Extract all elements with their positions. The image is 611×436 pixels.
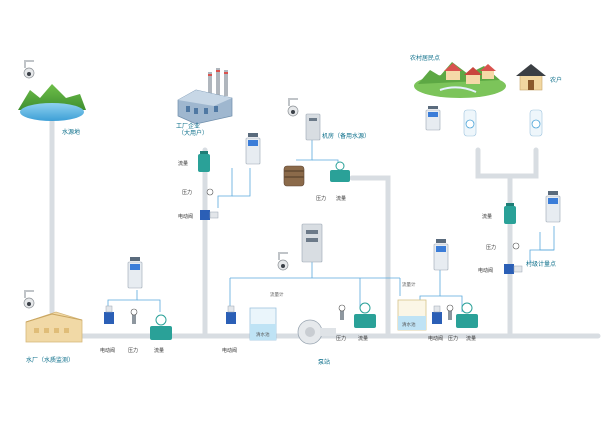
label-village-valve: 电动阀 — [478, 267, 493, 274]
valve-icon — [226, 305, 236, 324]
flowmeter-icon — [330, 161, 350, 182]
signal-lines — [107, 140, 555, 312]
pressure-gauge-icon — [446, 304, 454, 320]
camera-icon — [23, 290, 35, 309]
pump-icon — [297, 319, 336, 345]
label-pump: 泵站 — [318, 358, 330, 366]
label-factory-valve: 电动阀 — [178, 213, 193, 220]
clear-water-tank — [397, 299, 427, 331]
label-water-plant: 水厂（水质监测） — [26, 356, 74, 364]
label-pump-room: 机房（备用水源） — [322, 132, 370, 140]
label-outlet-flowmeter: 流量 — [154, 347, 164, 354]
label-factory-flowmeter: 流量 — [178, 160, 188, 167]
label-outlet-valve: 电动阀 — [100, 347, 115, 354]
rtu-icon — [127, 257, 143, 289]
lake-icon — [18, 84, 86, 121]
cabinet-icon — [301, 223, 323, 263]
valve-icon — [504, 264, 523, 274]
label-factory-line2: （大用户） — [178, 129, 208, 137]
label-factory-line1: 工厂企业 — [176, 122, 200, 130]
label-pump-valve: 电动阀 — [222, 347, 237, 354]
water-meter-icon — [529, 109, 543, 137]
factory-icon — [177, 68, 233, 125]
label-down-valve: 电动阀 — [428, 335, 443, 342]
flowmeter-icon — [456, 302, 478, 328]
main-pipes — [49, 107, 601, 339]
label-tank-flowmeter-tag: 流量计 — [402, 281, 416, 288]
rtu-icon — [433, 239, 449, 271]
label-down-pressure: 压力 — [448, 335, 458, 342]
label-farmer: 农户 — [550, 76, 562, 84]
pressure-gauge-icon — [338, 304, 346, 320]
label-pumproom-flowmeter: 流量 — [336, 195, 346, 202]
village-icon — [414, 62, 506, 98]
camera-icon — [23, 60, 35, 79]
label-pumproom-pressure: 压力 — [316, 195, 326, 202]
rtu-icon — [425, 106, 441, 131]
pressure-gauge-icon — [206, 188, 214, 196]
valve-icon — [104, 305, 114, 324]
tank-icon — [283, 165, 305, 187]
house-icon — [516, 64, 546, 91]
camera-icon — [277, 252, 289, 271]
flowmeter-icon — [354, 302, 376, 328]
camera-icon — [287, 98, 299, 117]
valve-icon — [432, 305, 442, 324]
label-pump-pressure: 压力 — [336, 335, 346, 342]
label-pump-flowmeter: 流量 — [358, 335, 368, 342]
water-meter-icon — [463, 109, 477, 137]
label-outlet-pressure: 压力 — [128, 347, 138, 354]
label-pump-flowmeter-tag: 流量计 — [270, 291, 284, 298]
label-tank-pool: 清水池 — [402, 321, 416, 328]
label-village-flowmeter: 流量 — [482, 213, 492, 220]
flowmeter-icon — [198, 151, 210, 172]
label-down-flowmeter: 流量 — [466, 335, 476, 342]
label-village: 农村居民点 — [410, 54, 440, 62]
rtu-icon — [545, 191, 561, 223]
valve-icon — [200, 210, 219, 220]
label-water-source: 水源地 — [62, 128, 80, 136]
flowmeter-icon — [504, 203, 516, 224]
cabinet-icon — [305, 113, 321, 141]
pressure-gauge-icon — [130, 308, 138, 324]
label-village-pressure: 压力 — [486, 244, 496, 251]
label-factory-pressure: 压力 — [182, 189, 192, 196]
clear-water-tank — [249, 307, 277, 341]
label-village-metering: 村级计量点 — [526, 260, 556, 268]
flowmeter-icon — [150, 314, 172, 340]
label-pump-pool: 清水池 — [256, 331, 270, 338]
rtu-icon — [245, 133, 261, 165]
water-plant-building — [25, 311, 83, 343]
pressure-gauge-icon — [512, 242, 520, 250]
